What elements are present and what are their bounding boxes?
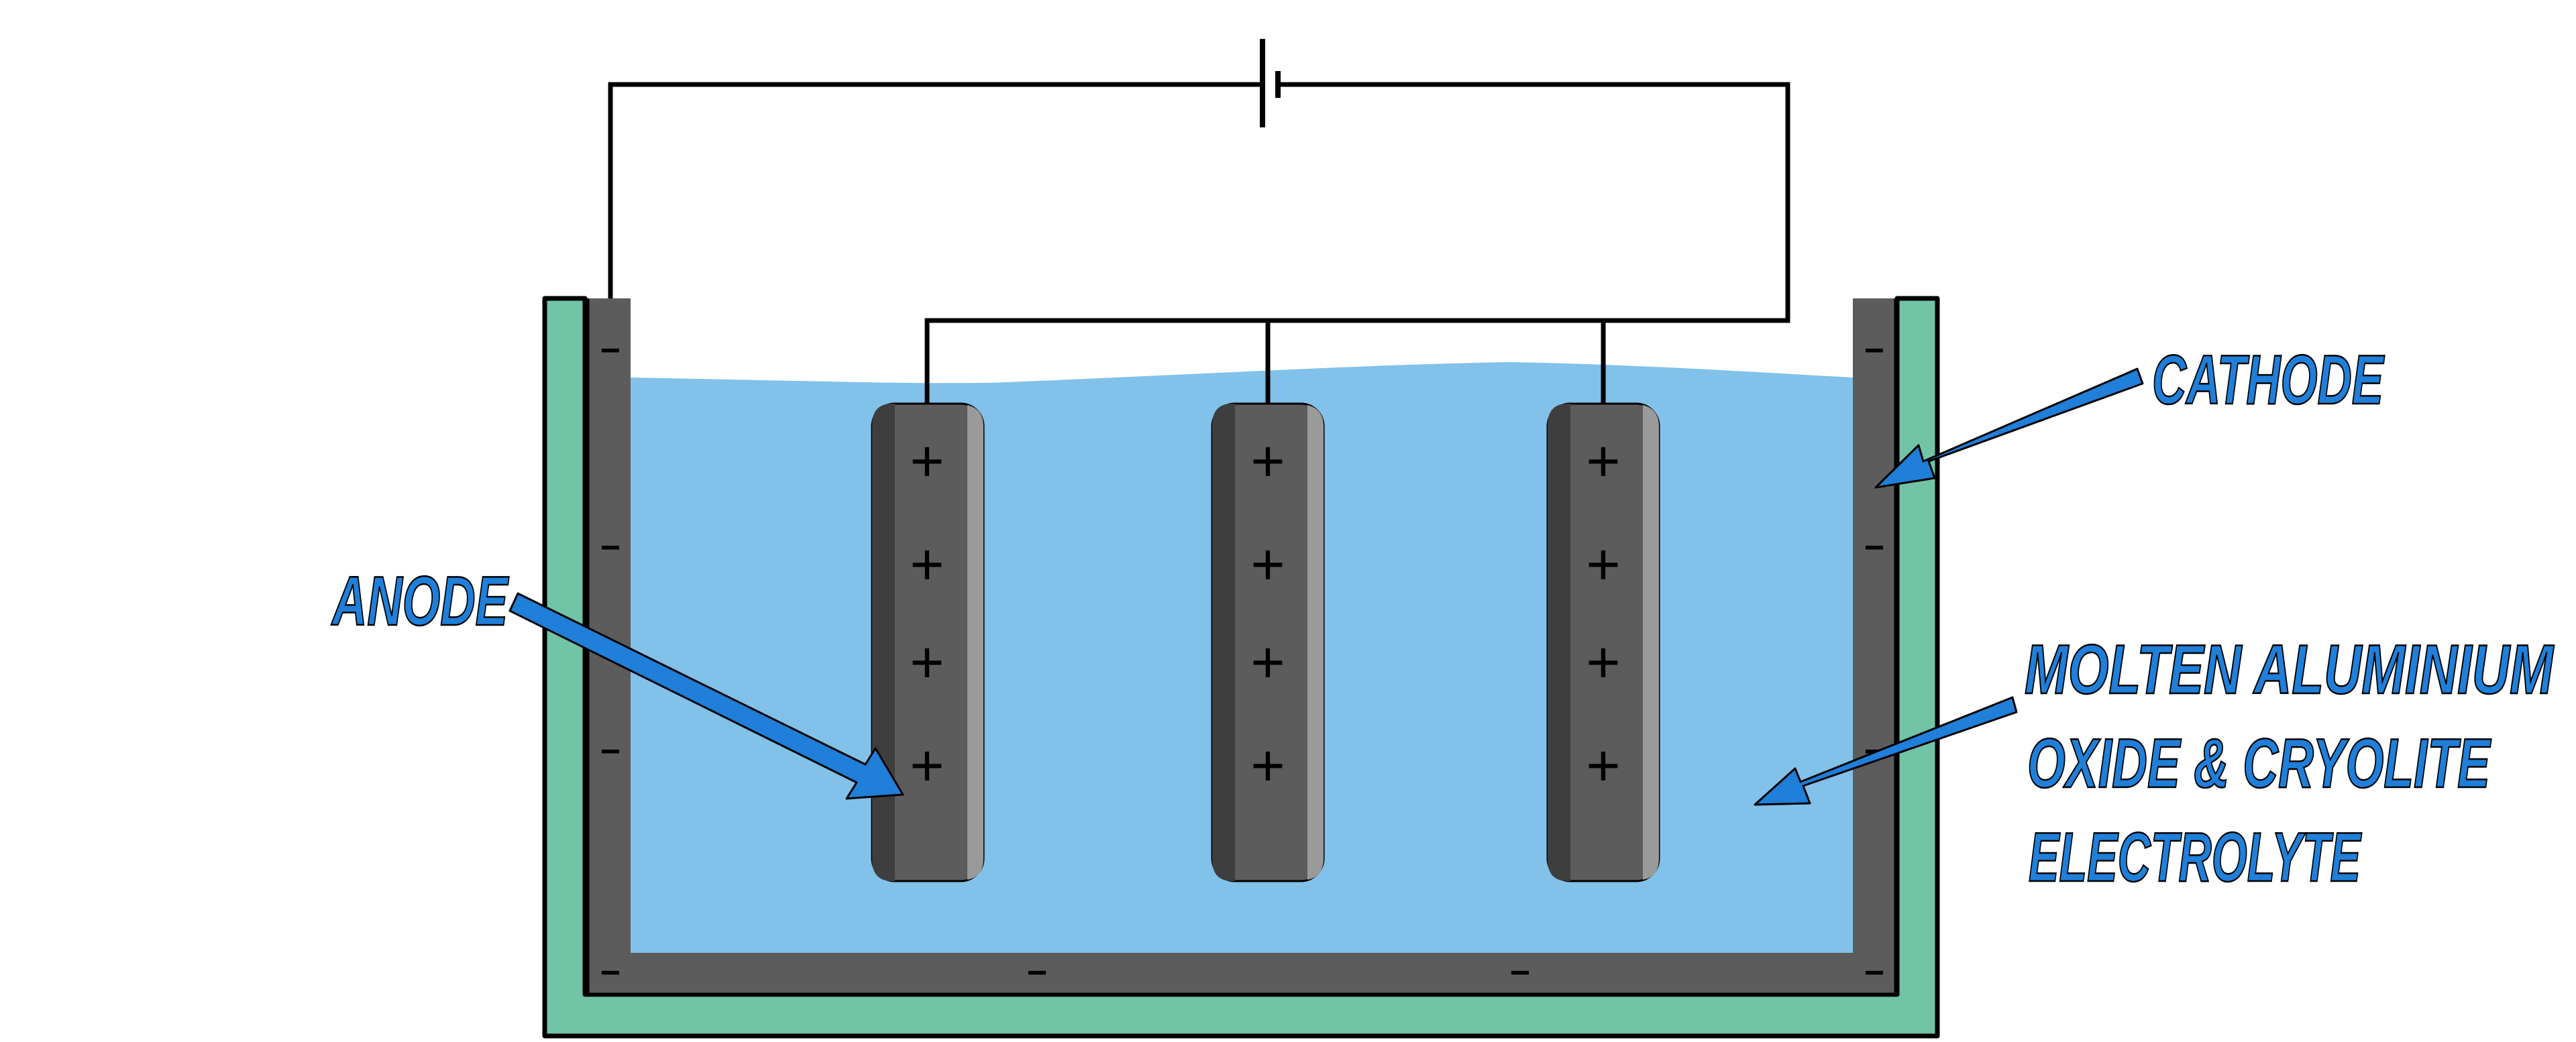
positive-sign: + [1586,629,1620,695]
negative-sign: − [1864,953,1884,992]
anode-charges: + + + + + + + + + + + + [910,428,1620,799]
negative-sign: − [600,953,621,992]
electrolyte-label-line-1: MOLTEN ALUMINIUM [2025,631,2555,709]
arrow-icon [508,592,904,800]
positive-sign: + [910,531,944,597]
arrow-icon [1874,367,2144,489]
electrolyte-label-line-2: OXIDE & CRYOLITE [2027,725,2491,803]
arrow-icon [1754,696,2018,806]
positive-sign: + [1586,732,1620,799]
positive-sign: + [910,629,944,695]
negative-sign: − [600,732,621,771]
anode-label: ANODE [331,563,509,640]
positive-sign: + [1250,732,1285,799]
anode-1 [871,402,985,882]
anode-2 [1211,402,1325,882]
positive-sign: + [1250,629,1285,695]
positive-sign: + [1586,428,1620,494]
circuit-wires [608,82,1790,404]
positive-sign: + [1250,428,1285,494]
positive-sign: + [1250,531,1285,597]
negative-sign: − [1864,528,1884,567]
anode-3 [1546,402,1660,882]
cathode-charges: − − − − − − − − − − [600,331,1884,992]
positive-sign: + [1586,531,1620,597]
negative-sign: − [1027,953,1047,992]
negative-sign: − [1864,331,1884,370]
cathode-label: CATHODE [2152,341,2385,419]
wire-left [608,82,1263,298]
wire-right [924,82,1790,404]
battery-icon [1260,39,1281,127]
positive-sign: + [910,732,944,799]
negative-sign: − [600,331,621,370]
electrolyte-label-line-3: ELECTROLYTE [2029,819,2362,896]
positive-sign: + [910,428,944,494]
negative-sign: − [1510,953,1530,992]
negative-sign: − [600,528,621,567]
